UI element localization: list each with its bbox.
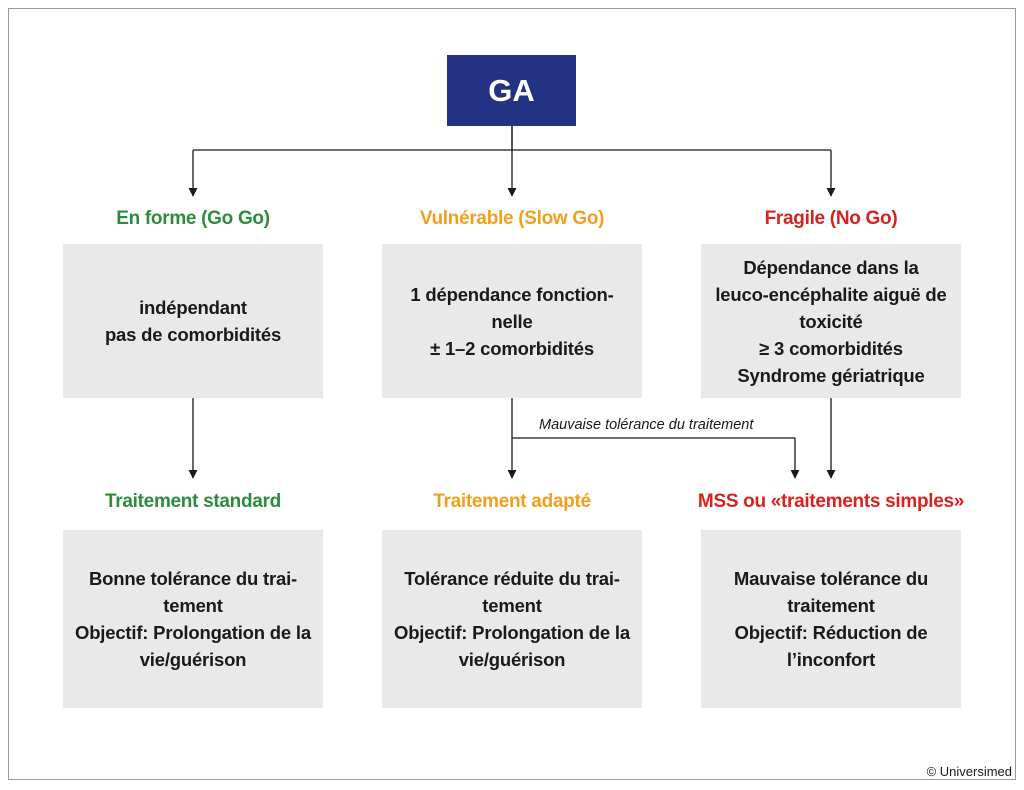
diagram-frame (8, 8, 1016, 780)
category-label-fit: En forme (Go Go) (116, 208, 270, 229)
category-box-line: 1 dépendance fonction- (410, 283, 614, 305)
category-box-line: indépendant (139, 297, 247, 318)
category-label-vulnerable: Vulnérable (Slow Go) (419, 208, 605, 229)
category-box-line: nelle (491, 310, 533, 332)
copyright-notice: © Universimed (926, 764, 1012, 779)
treatment-box-line: tement (163, 595, 223, 616)
category-box-line: ± 1–2 comorbidités (430, 337, 594, 359)
category-label-frail: Fragile (No Go) (764, 208, 898, 229)
category-box-line: leuco-encéphalite aiguë de (715, 283, 947, 305)
arrow-vulnerable-to-mss (512, 437, 800, 479)
treatment-box-line: traitement (787, 595, 875, 616)
treatment-box-line: Tolérance réduite du trai- (404, 568, 620, 589)
treatment-box-line: Objectif: Prolongation de la (394, 622, 630, 643)
treatment-box-line: Bonne tolérance du trai- (89, 568, 297, 589)
treatment-box-line: Objectif: Prolongation de la (75, 622, 311, 643)
treatment-label-adapted: Traitement adapté (433, 491, 591, 512)
treatment-box-standard: Bonne tolérance du trai- tement Objectif… (63, 530, 323, 708)
treatment-box-mss: Mauvaise tolérance du traitement Objecti… (701, 530, 961, 708)
treatment-box-line: tement (482, 595, 542, 616)
treatment-label-mss: MSS ou «traitements simples» (697, 491, 965, 512)
category-box-line: Syndrome gériatrique (737, 364, 925, 386)
category-box-line: ≥ 3 comorbidités (759, 337, 903, 359)
treatment-label-standard: Traitement standard (105, 491, 281, 512)
transition-note: Mauvaise tolérance du traitement (539, 417, 754, 433)
category-box-line: pas de comorbidités (104, 324, 282, 345)
treatment-box-line: Objectif: Réduction de (734, 622, 928, 643)
treatment-box-line: l’inconfort (786, 649, 876, 670)
treatment-box-line: vie/guérison (139, 649, 247, 670)
treatment-box-adapted: Tolérance réduite du trai- tement Object… (382, 530, 642, 708)
category-box-vulnerable: 1 dépendance fonction- nelle ± 1–2 comor… (382, 244, 642, 398)
category-box-fit: indépendant pas de comorbidités (63, 244, 323, 398)
category-box-frail: Dépendance dans la leuco-encéphalite aig… (701, 244, 961, 398)
ga-root-node: GA (447, 55, 576, 126)
treatment-box-line: vie/guérison (458, 649, 566, 670)
category-box-line: toxicité (799, 310, 863, 332)
treatment-box-line: Mauvaise tolérance du (733, 568, 929, 589)
category-box-line: Dépendance dans la (743, 256, 919, 278)
